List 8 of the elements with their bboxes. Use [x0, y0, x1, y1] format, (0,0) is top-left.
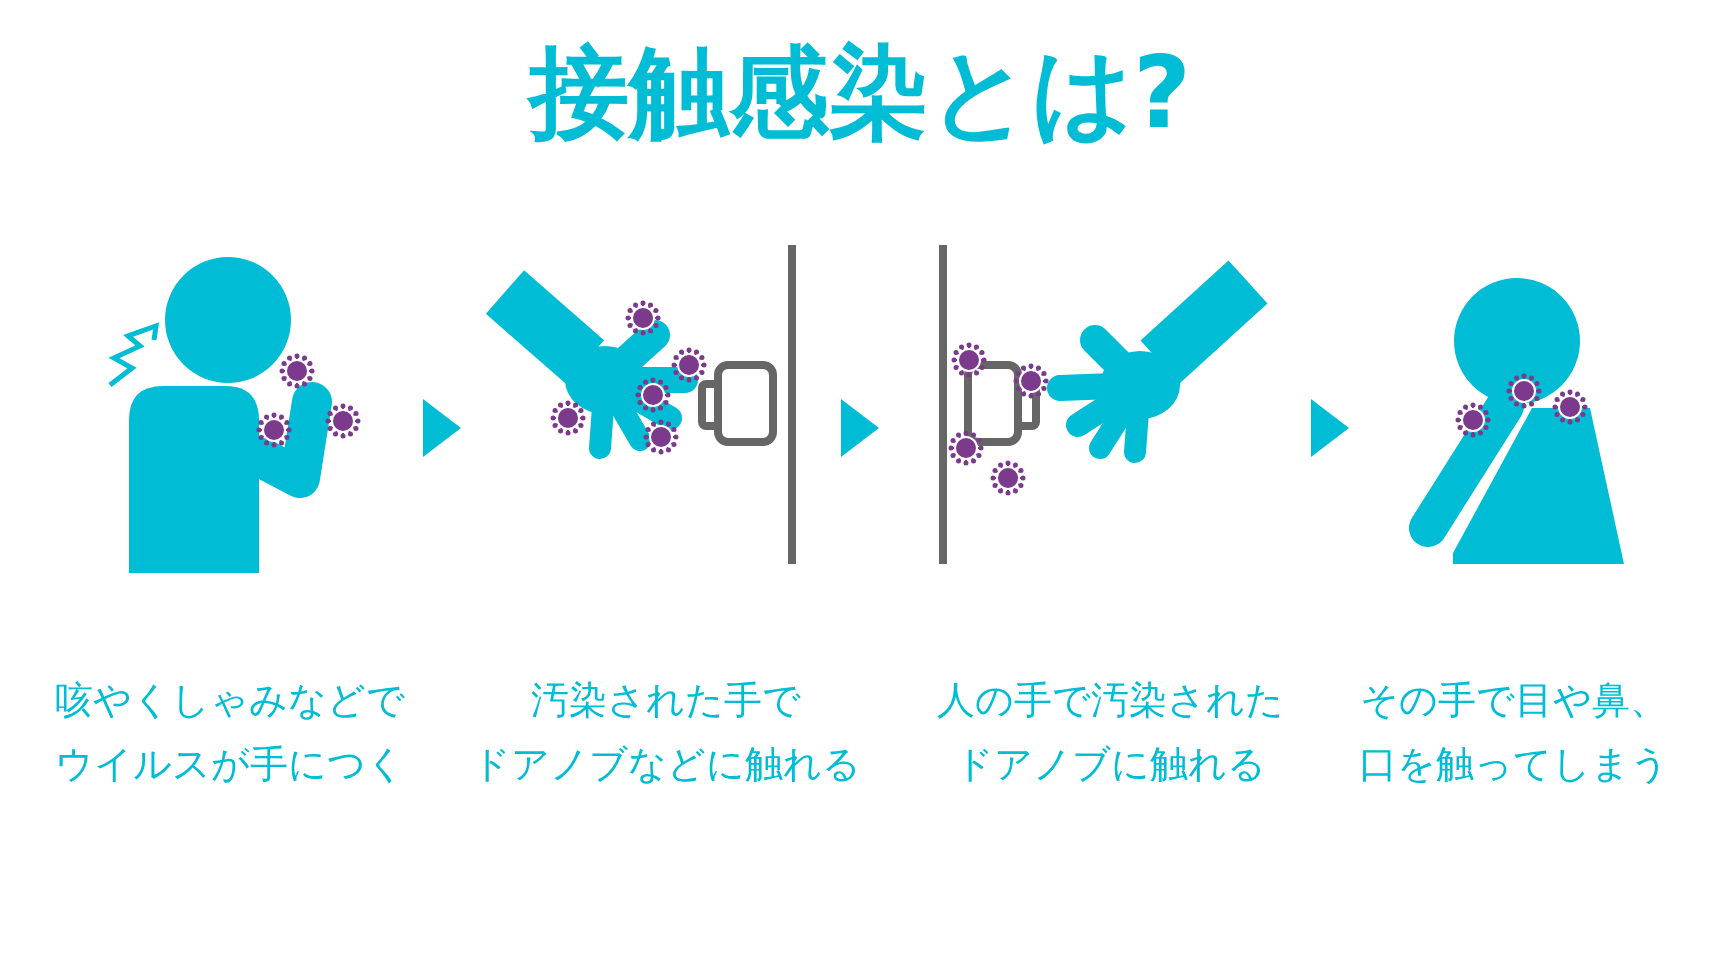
arrow	[423, 399, 461, 457]
caption-text: 汚染された手でドアノブなどに触れる	[471, 677, 861, 788]
caption-text: 人の手で汚染されたドアノブに触れる	[936, 677, 1284, 788]
caption-text: 咳やくしゃみなどでウイルスが手につく	[55, 677, 405, 788]
arrow	[841, 399, 879, 457]
caption-text: その手で目や鼻、口を触ってしまう	[1359, 677, 1669, 788]
title: 接触感染とは?	[0, 38, 1720, 148]
arrow	[1311, 399, 1349, 457]
